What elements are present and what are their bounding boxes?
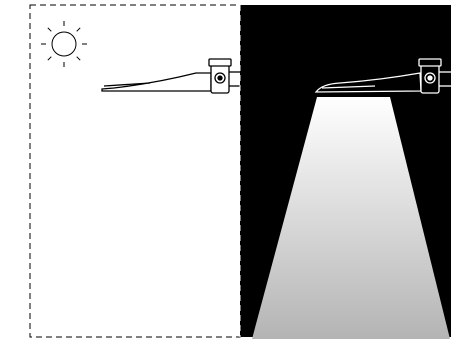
street-lamp-off [101,58,240,94]
night-panel [240,5,451,339]
day-panel-border [29,4,241,338]
light-beam [252,97,450,339]
day-panel [29,4,241,338]
sun-icon [41,21,87,67]
street-lamp-on [314,58,451,94]
